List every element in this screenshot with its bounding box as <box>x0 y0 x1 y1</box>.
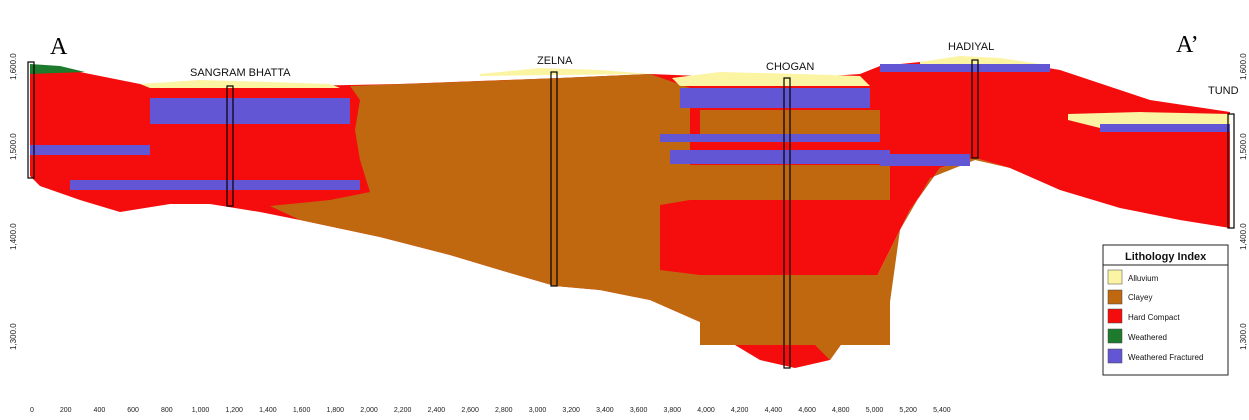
distance-tick-label: 1,600 <box>293 407 311 414</box>
legend-swatch-weathered-fractured <box>1107 348 1123 364</box>
distance-tick-label: 4,400 <box>765 407 783 414</box>
clayey-body <box>270 74 1010 360</box>
elevation-tick-label: 1,500.0 <box>1239 133 1248 160</box>
well-label-tund: TUND <box>1208 85 1239 97</box>
distance-tick-label: 2,600 <box>461 407 479 414</box>
distance-tick-label: 600 <box>127 407 139 414</box>
distance-tick-label: 1,200 <box>225 407 243 414</box>
distance-tick-label: 400 <box>94 407 106 414</box>
right-elevation-axis: 1,600.0 1,500.0 1,400.0 1,300.0 <box>1239 53 1248 350</box>
well-label-hadiyal: HADIYAL <box>948 41 994 53</box>
distance-tick-label: 1,800 <box>327 407 345 414</box>
legend-label-weathered-fractured: Weathered Fractured <box>1128 353 1203 362</box>
borehole-columns <box>27 59 1235 369</box>
distance-tick-label: 1,400 <box>259 407 277 414</box>
weathered-fractured-band <box>150 98 350 124</box>
distance-tick-label: 3,400 <box>596 407 614 414</box>
distance-tick-label: 800 <box>161 407 173 414</box>
elevation-tick-label: 1,600.0 <box>1239 53 1248 80</box>
elevation-tick-label: 1,600.0 <box>9 53 18 80</box>
well-label-chogan: CHOGAN <box>766 61 814 73</box>
distance-tick-label: 4,600 <box>798 407 816 414</box>
weathered-patch <box>30 64 85 74</box>
weathered-fractured-band <box>880 154 970 166</box>
borehole-zelna <box>550 71 558 287</box>
elevation-tick-label: 1,300.0 <box>1239 323 1248 350</box>
weathered-fractured-band <box>660 134 880 142</box>
legend-box <box>1102 244 1229 376</box>
borehole-tund <box>1227 113 1235 229</box>
weathered-fractured-band <box>880 64 1050 72</box>
legend-swatch-weathered <box>1107 328 1123 344</box>
section-start-label: A <box>50 34 68 60</box>
weathered-fractured-band <box>70 180 360 190</box>
distance-tick-label: 0 <box>30 407 34 414</box>
alluvium-patch <box>920 56 1040 66</box>
legend-label-weathered: Weathered <box>1128 333 1167 342</box>
distance-tick-label: 3,200 <box>562 407 580 414</box>
section-end-label: A’ <box>1176 32 1199 58</box>
elevation-tick-label: 1,400.0 <box>9 223 18 250</box>
distance-tick-label: 200 <box>60 407 72 414</box>
distance-tick-label: 4,200 <box>731 407 749 414</box>
elevation-tick-label: 1,500.0 <box>9 133 18 160</box>
elevation-tick-label: 1,400.0 <box>1239 223 1248 250</box>
alluvium-patch <box>672 72 870 86</box>
distance-tick-label: 3,600 <box>630 407 648 414</box>
distance-tick-label: 2,000 <box>360 407 378 414</box>
distance-tick-label: 3,800 <box>664 407 682 414</box>
distance-tick-label: 2,200 <box>394 407 412 414</box>
legend-swatch-alluvium <box>1107 269 1123 285</box>
borehole-chogan <box>783 77 791 369</box>
elevation-tick-label: 1,300.0 <box>9 323 18 350</box>
borehole-sangram-bhatta <box>226 85 234 207</box>
borehole-hadiyal <box>971 59 979 159</box>
weathered-fractured-band <box>1100 124 1230 132</box>
distance-tick-label: 2,800 <box>495 407 513 414</box>
weathered-fractured-band <box>680 88 870 108</box>
weathered-fractured-band <box>670 150 890 164</box>
distance-tick-label: 5,200 <box>899 407 917 414</box>
clayey-band <box>700 275 890 345</box>
legend-title: Lithology Index <box>1125 251 1207 263</box>
distance-tick-label: 1,000 <box>192 407 210 414</box>
distance-tick-label: 5,400 <box>933 407 951 414</box>
alluvium-patch <box>480 68 650 76</box>
left-elevation-axis: 1,600.0 1,500.0 1,400.0 1,300.0 <box>9 53 18 350</box>
well-label-zelna: ZELNA <box>537 55 573 67</box>
distance-tick-label: 2,400 <box>428 407 446 414</box>
distance-tick-label: 4,000 <box>697 407 715 414</box>
alluvium-patch <box>140 80 340 88</box>
legend-label-clayey: Clayey <box>1128 293 1152 302</box>
legend-label-hard-compact: Hard Compact <box>1128 313 1180 322</box>
distance-tick-label: 5,000 <box>866 407 884 414</box>
borehole-start <box>27 61 35 179</box>
weathered-fractured-band <box>30 145 150 155</box>
distance-axis: 0 200 400 600 800 1,000 1,200 1,400 1,600 1,800 2,… <box>30 407 951 414</box>
legend-swatch-hard-compact <box>1107 308 1123 324</box>
legend-label-alluvium: Alluvium <box>1128 274 1159 283</box>
lithology-legend: Lithology Index Alluvium Clayey Hard Com… <box>1102 244 1229 376</box>
well-label-sangram-bhatta: SANGRAM BHATTA <box>190 67 291 79</box>
distance-tick-label: 4,800 <box>832 407 850 414</box>
legend-swatch-clayey <box>1107 289 1123 305</box>
distance-tick-label: 3,000 <box>529 407 547 414</box>
